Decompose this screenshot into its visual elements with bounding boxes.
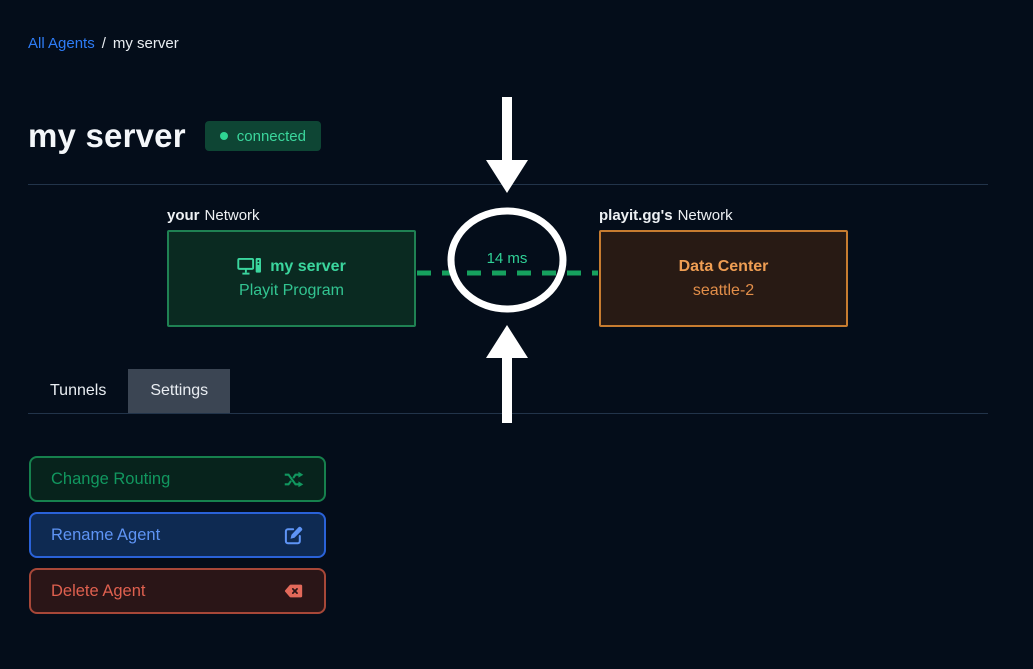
playit-network-label-bold: playit.gg's: [599, 207, 673, 224]
breadcrumb-current: my server: [112, 35, 179, 52]
agent-box: my server Playit Program: [167, 230, 416, 327]
your-network-label-rest: Network: [204, 207, 260, 224]
rename-agent-label: Rename Agent: [51, 525, 161, 544]
datacenter-box: Data Center seattle-2: [599, 230, 848, 327]
tab-bar: Tunnels Settings: [28, 369, 231, 413]
agent-box-title: my server: [270, 257, 346, 275]
datacenter-box-subtitle: seattle-2: [692, 281, 755, 299]
status-badge: connected: [204, 121, 321, 151]
your-network-label: your Network: [167, 207, 260, 224]
change-routing-label: Change Routing: [51, 469, 171, 488]
edit-icon: [284, 526, 303, 544]
delete-agent-label: Delete Agent: [51, 581, 146, 600]
section-divider-top: [28, 184, 988, 185]
your-network-label-bold: your: [167, 207, 200, 224]
agent-box-title-row: my server: [237, 257, 346, 276]
section-divider-tabs: [28, 413, 988, 414]
settings-actions: Change Routing Rename Agent Delete Agent: [29, 456, 326, 614]
playit-network-label-rest: Network: [677, 207, 733, 224]
backspace-icon: [284, 584, 303, 598]
breadcrumb: All Agents / my server: [28, 35, 179, 52]
page-title: my server: [28, 117, 186, 154]
status-label: connected: [236, 127, 306, 145]
breadcrumb-separator: /: [101, 35, 106, 52]
shuffle-icon: [284, 471, 304, 487]
arrow-up-icon: [486, 325, 528, 423]
status-dot-icon: [219, 132, 228, 140]
playit-network-label: playit.gg's Network: [599, 207, 733, 224]
page-header: my server connected: [28, 117, 321, 155]
desktop-computer-icon: [237, 257, 262, 275]
tab-tunnels[interactable]: Tunnels: [50, 382, 107, 399]
agent-box-subtitle: Playit Program: [239, 282, 344, 299]
breadcrumb-link-all-agents[interactable]: All Agents: [28, 35, 95, 52]
rename-agent-button[interactable]: Rename Agent: [29, 512, 326, 558]
latency-label: 14 ms: [486, 250, 528, 267]
delete-agent-button[interactable]: Delete Agent: [29, 568, 326, 614]
datacenter-box-title: Data Center: [678, 257, 769, 275]
arrow-down-icon: [486, 97, 528, 193]
change-routing-button[interactable]: Change Routing: [29, 456, 326, 502]
tab-settings[interactable]: Settings: [128, 369, 231, 413]
